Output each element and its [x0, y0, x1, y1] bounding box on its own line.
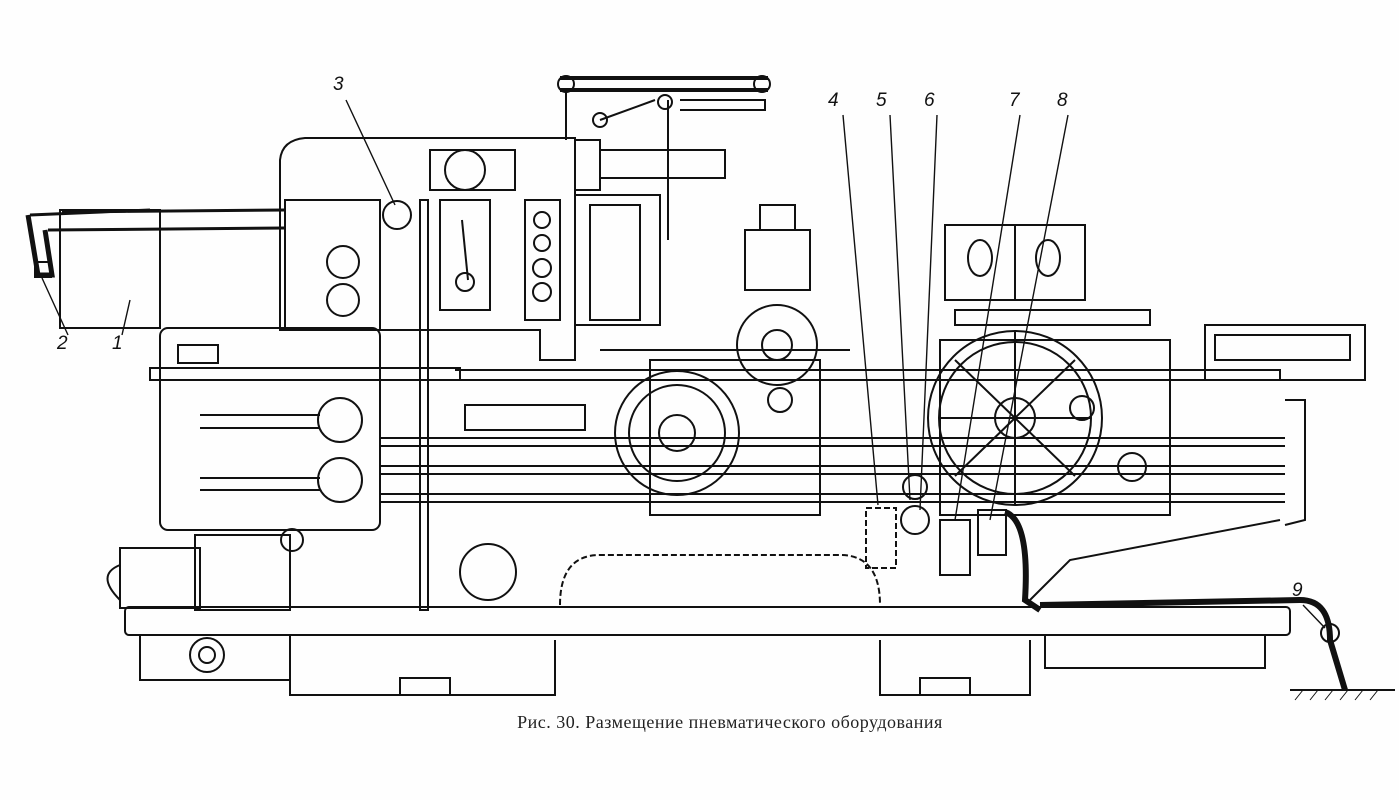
leader-lines: [41, 99, 1326, 629]
callout-4: 4: [828, 90, 839, 111]
gearbox: [149, 199, 461, 611]
feed-motor: [106, 528, 304, 611]
callout-1: 1: [112, 333, 123, 354]
callout-2: 2: [57, 333, 68, 354]
motor-housing: [25, 208, 286, 329]
callout-3: 3: [333, 74, 344, 95]
callout-6: 6: [924, 90, 935, 111]
overhead-lever: [557, 75, 771, 240]
tailstock: [927, 224, 1366, 516]
carriage: [600, 204, 850, 516]
bed: [124, 369, 1306, 696]
callout-9: 9: [1292, 580, 1303, 601]
pneumatic-units: [865, 474, 1042, 613]
callout-7: 7: [1009, 90, 1020, 111]
figure-caption: Рис. 30. Размещение пневматического обор…: [517, 712, 943, 732]
headstock: [279, 137, 726, 361]
supply-hose: [1039, 596, 1395, 701]
callout-5: 5: [876, 90, 887, 111]
callout-8: 8: [1057, 90, 1068, 111]
